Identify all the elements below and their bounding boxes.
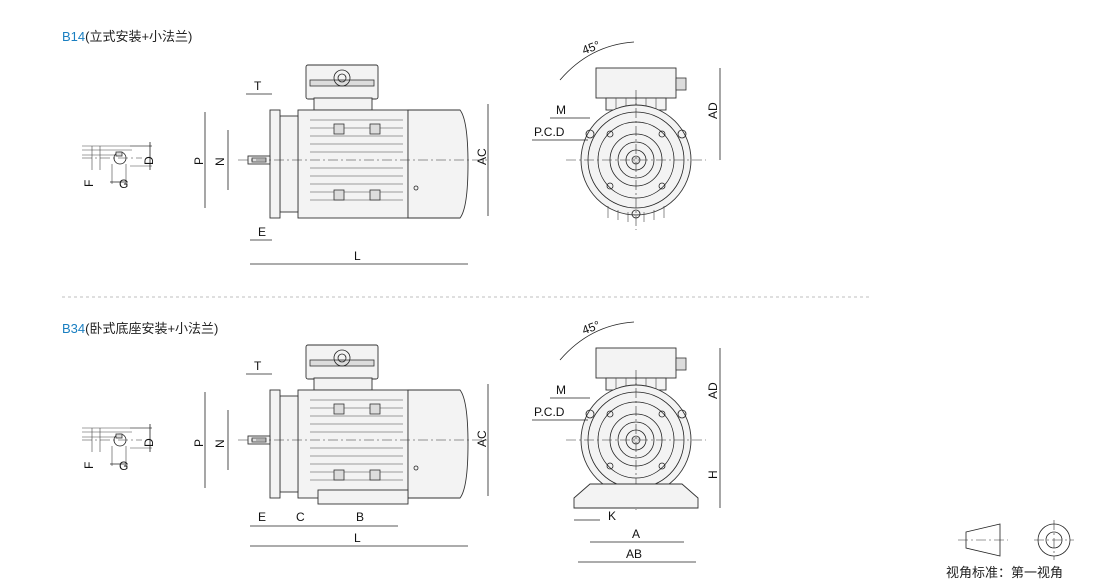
dim-ad: AD	[706, 382, 720, 399]
dim-b: B	[356, 510, 364, 524]
dim-a: A	[632, 527, 640, 541]
dim-p: P	[192, 439, 206, 447]
section-title-b34: B34(卧式底座安装+小法兰)	[62, 318, 218, 337]
b14-side-view	[237, 64, 489, 219]
dim-pcd: P.C.D	[534, 125, 565, 139]
section-desc: (卧式底座安装+小法兰)	[85, 321, 219, 336]
dim-pcd: P.C.D	[534, 405, 565, 419]
dim-ab: AB	[626, 547, 642, 561]
dim-e: E	[258, 510, 266, 524]
dim-c: C	[296, 510, 305, 524]
dim-t: T	[254, 359, 262, 373]
dim-d: D	[142, 438, 156, 447]
dim-n: N	[213, 439, 227, 448]
dim-ac: AC	[475, 430, 489, 447]
dim-e: E	[258, 225, 266, 239]
section-desc: (立式安装+小法兰)	[85, 29, 193, 44]
dim-angle: 45°	[580, 38, 602, 57]
dim-n: N	[213, 157, 227, 166]
section-code: B14	[62, 29, 86, 44]
dim-ad: AD	[706, 102, 720, 119]
dim-h: H	[706, 470, 720, 479]
projection-circle-icon	[1034, 520, 1074, 560]
dim-f: F	[82, 180, 96, 187]
section-code: B34	[62, 321, 86, 336]
projection-truncated-cone-icon	[958, 523, 1008, 557]
dim-p: P	[192, 157, 206, 165]
dim-k: K	[608, 509, 616, 523]
dim-g: G	[119, 459, 128, 473]
dim-l: L	[354, 249, 361, 263]
section-title-b14: B14(立式安装+小法兰)	[62, 26, 192, 45]
dim-angle: 45°	[580, 318, 602, 337]
b14-front-view	[565, 67, 707, 231]
dim-ac: AC	[475, 148, 489, 165]
dim-m: M	[556, 383, 566, 397]
dim-l: L	[354, 531, 361, 545]
b34-side-view	[237, 344, 489, 505]
dim-d: D	[142, 156, 156, 165]
dim-m: M	[556, 103, 566, 117]
dim-t: T	[254, 79, 262, 93]
b34-front-view	[565, 347, 707, 511]
dim-f: F	[82, 462, 96, 469]
dim-g: G	[119, 177, 128, 191]
projection-legend-label: 视角标准：第一视角	[946, 565, 1064, 580]
